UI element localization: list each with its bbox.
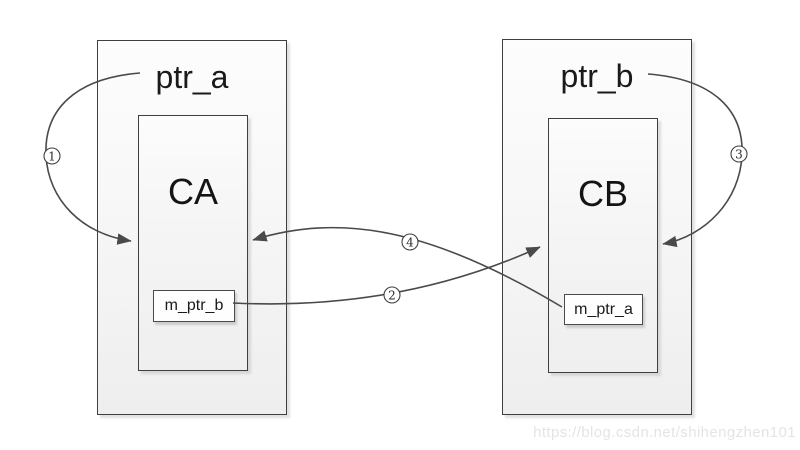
arrow-4-badge-circle [401,233,419,251]
arrow-3-badge-circle [730,145,748,163]
arrow-2-badge-circle [383,286,401,304]
pointer-label-ptr-a: ptr_a [155,59,229,95]
pointer-label-ptr-b: ptr_b [560,58,634,94]
left-object-box: ptr_a CA m_ptr_b [97,40,287,415]
arrow-2-badge-number: 2 [388,289,396,303]
arrow-4-badge-number: 4 [406,236,414,250]
arrow-3-badge: 3 [730,145,748,163]
class-box-ca: CA m_ptr_b [138,115,248,371]
class-box-cb: CB m_ptr_a [548,118,658,373]
member-box-m-ptr-a: m_ptr_a [564,294,643,325]
arrow-3-badge-number: 3 [735,148,743,162]
arrow-4-badge: 4 [401,233,419,251]
arrow-1-badge-circle [43,147,61,165]
member-label-m-ptr-b: m_ptr_b [164,297,224,314]
arrow-2-badge: 2 [383,286,401,304]
arrow-1-badge-number: 1 [48,150,56,164]
class-label-cb: CB [577,173,628,214]
member-box-m-ptr-b: m_ptr_b [153,290,235,322]
watermark-text: https://blog.csdn.net/shihengzhen101 [533,424,796,441]
right-object-box: ptr_b CB m_ptr_a [502,39,692,415]
arrow-1-badge: 1 [43,147,61,165]
class-label-ca: CA [167,171,218,212]
member-label-m-ptr-a: m_ptr_a [574,300,633,318]
